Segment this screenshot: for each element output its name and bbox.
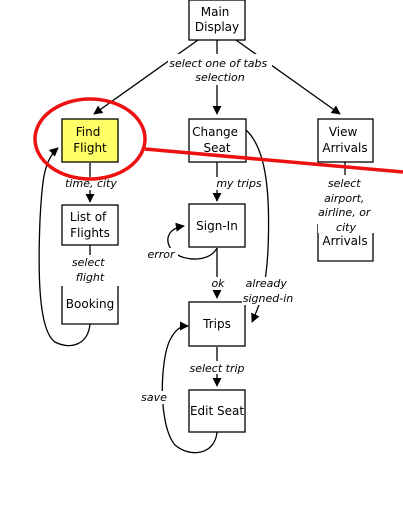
ok-label: ok xyxy=(211,277,225,290)
node-main-display: Main Display xyxy=(188,0,246,41)
find-flight-label-line1: Find xyxy=(76,125,101,139)
edge-labels: select one of tabs selection time, city … xyxy=(64,54,374,404)
trips-label: Trips xyxy=(202,317,231,331)
already-signed-in-label-line1: already xyxy=(246,277,288,290)
error-label: error xyxy=(147,248,176,261)
time-city-label: time, city xyxy=(65,177,117,190)
svg-text:Main Display: Main Display xyxy=(195,5,239,34)
svg-text:View Arrivals: View Arrivals xyxy=(322,125,367,155)
select-trip-label: select trip xyxy=(189,362,244,375)
svg-text:select one of tabs selec: select one of tabs selection xyxy=(169,57,271,84)
node-trips: Trips xyxy=(188,301,246,347)
node-view-arrivals: View Arrivals xyxy=(317,118,374,163)
main-display-label-line2: Display xyxy=(195,20,239,34)
select-airport-label-line4: city xyxy=(336,221,356,234)
node-arrivals: Arrivals xyxy=(317,224,374,262)
svg-text:select airport, ai: select airport, airline, or city xyxy=(318,177,374,234)
list-of-flights-label-line1: List of xyxy=(70,210,107,224)
change-seat-label-line2: Seat xyxy=(203,141,230,155)
node-booking: Booking xyxy=(61,286,119,325)
svg-text:select flight: select flight xyxy=(72,256,108,284)
edit-seat-label: Edit Seat xyxy=(190,404,244,418)
edge-booking-back-to-find-flight xyxy=(38,147,91,347)
save-label: save xyxy=(141,391,167,404)
change-seat-label-line1: Change xyxy=(192,125,238,139)
select-airport-label-line1: select xyxy=(328,177,361,190)
main-display-label-line1: Main xyxy=(201,5,230,19)
select-flight-label-line1: select xyxy=(72,256,105,269)
red-annotation xyxy=(33,97,403,181)
sign-in-label: Sign-In xyxy=(196,219,238,233)
node-sign-in: Sign-In xyxy=(188,203,246,248)
select-airport-label-line2: airport, xyxy=(324,192,364,205)
arrivals-label: Arrivals xyxy=(322,234,367,248)
svg-text:Find Flight: Find Flight xyxy=(73,125,107,155)
node-find-flight: Find Flight xyxy=(61,118,119,163)
select-flight-label-line2: flight xyxy=(76,271,105,284)
view-arrivals-label-line1: View xyxy=(329,125,358,139)
view-arrivals-label-line2: Arrivals xyxy=(322,141,367,155)
svg-text:List of Flights: List of Flights xyxy=(70,210,110,240)
already-signed-in-label-line2: signed-in xyxy=(243,292,294,305)
highlight-circle xyxy=(33,97,147,181)
node-edit-seat: Edit Seat xyxy=(188,389,246,433)
select-tabs-label-line2: selection xyxy=(195,71,244,84)
svg-text:Change Seat: Change Seat xyxy=(192,125,242,155)
list-of-flights-label-line2: Flights xyxy=(70,226,110,240)
find-flight-label-line2: Flight xyxy=(73,141,107,155)
booking-label: Booking xyxy=(66,297,114,311)
annotation-callout-line xyxy=(144,147,403,174)
svg-text:already signed-in: already signed-in xyxy=(243,277,294,305)
select-airport-label-line3: airline, or xyxy=(318,206,372,219)
edge-main-to-view-arrivals xyxy=(235,39,341,115)
select-tabs-label-line1: select one of tabs xyxy=(169,57,267,70)
node-list-of-flights: List of Flights xyxy=(61,204,119,246)
my-trips-label: my trips xyxy=(216,177,262,190)
